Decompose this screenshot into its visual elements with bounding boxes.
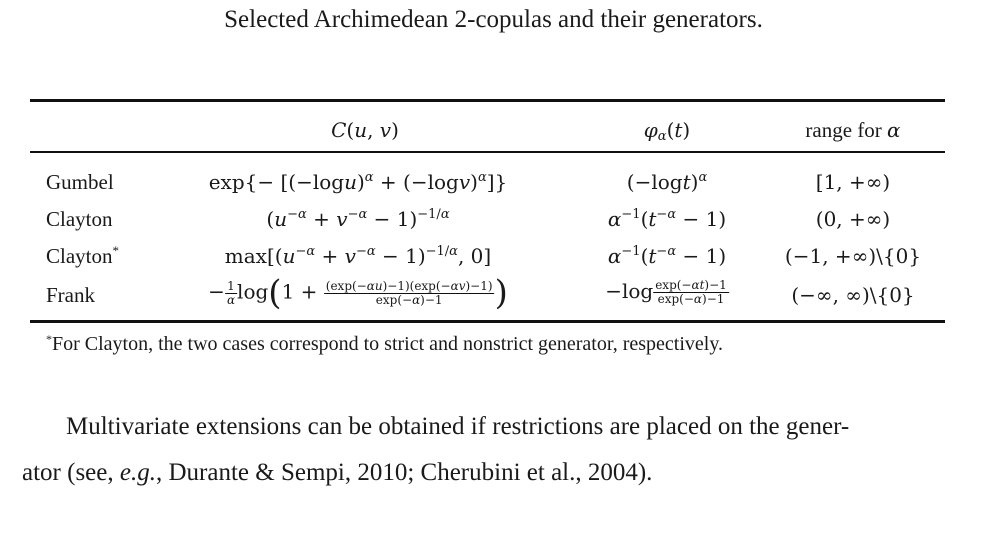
row-clayton-nonstrict-generator: α−1(t−α − 1) (607, 244, 727, 268)
row-clayton-copula: (u−α + v−α − 1)−1/α (266, 207, 450, 231)
header-copula: C(u, v) (331, 118, 399, 142)
table-header-rule (30, 151, 945, 153)
table-top-rule (30, 99, 945, 102)
header-generator: φα(t) (643, 118, 691, 144)
footnote-marker: * (112, 243, 120, 258)
row-clayton-family: Clayton (46, 207, 113, 231)
row-clayton-nonstrict-copula: max[(u−α + v−α − 1)−1/α, 0] (224, 244, 492, 268)
row-clayton-nonstrict-family: Clayton* (46, 243, 120, 268)
row-gumbel-generator: (−logt)α (626, 170, 708, 194)
table-bottom-rule (30, 320, 945, 323)
row-frank-range: (−∞, ∞)\{0} (791, 283, 915, 307)
body-paragraph: Multivariate extensions can be obtained … (22, 413, 850, 486)
row-clayton-generator: α−1(t−α − 1) (607, 207, 727, 231)
table-footnote: *For Clayton, the two cases correspond t… (46, 332, 724, 355)
row-gumbel-range: [1, +∞) (815, 170, 891, 194)
row-gumbel-family: Gumbel (46, 170, 114, 194)
header-range: range for α (805, 118, 901, 142)
row-frank-family: Frank (46, 283, 95, 307)
row-clayton-nonstrict-range: (−1, +∞)\{0} (784, 244, 922, 268)
row-gumbel-copula: exp{− [(−logu)α + (−logv)α]} (208, 170, 508, 194)
row-clayton-range: (0, +∞) (815, 207, 891, 231)
table-caption: Selected Archimedean 2-copulas and their… (224, 6, 763, 33)
footnote-mark: * (46, 332, 52, 346)
